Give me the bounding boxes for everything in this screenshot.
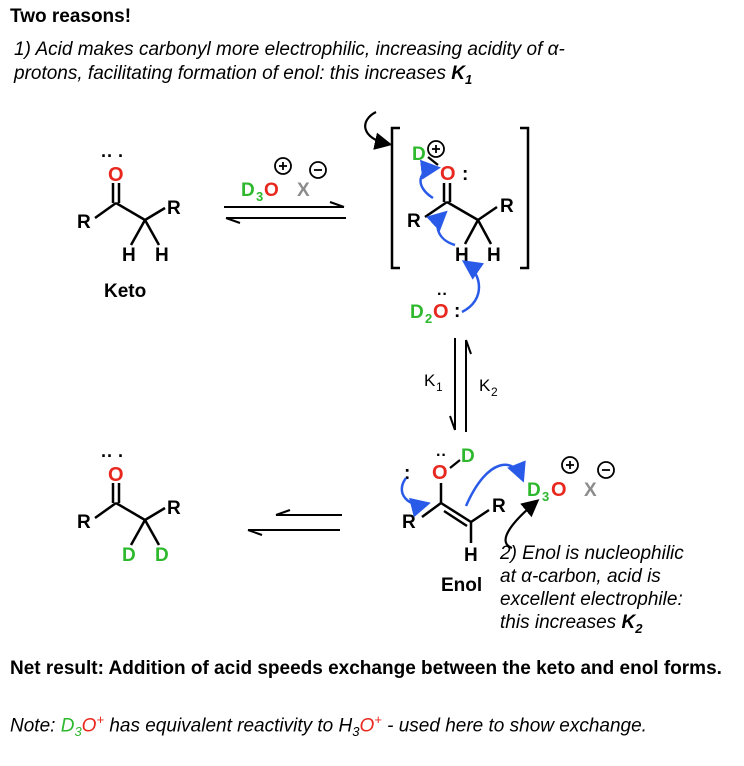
svg-text:R: R [492,496,506,517]
svg-text:R: R [77,512,91,533]
equilibrium-arrow-top [224,201,346,224]
svg-text::: : [462,164,468,185]
reagent-bottom: D 3 O X [527,456,615,504]
svg-text:O: O [264,180,279,201]
arrow-pi-to-oxygen [419,159,441,200]
svg-text:H: H [464,545,478,566]
reagent-top: D 3 O X [241,157,327,204]
svg-text:R: R [500,196,514,217]
arrow-lone-pair-to-co [400,477,431,518]
svg-text:D: D [122,545,136,566]
arrow-water-to-h [461,260,485,314]
svg-text:2: 2 [425,311,432,326]
svg-text:D: D [410,302,424,323]
deuterated-keto-molecule: O ·· · R R D D [77,446,181,566]
svg-text:O: O [440,163,456,185]
pointer-arrow-k1 [364,111,393,150]
svg-text::: : [454,301,460,322]
svg-text:X: X [584,480,597,501]
heading: Two reasons! [10,6,132,27]
keto-lone-pair: ·· · [101,146,124,166]
svg-text:··: ·· [436,447,447,464]
keto-h-1: H [122,245,136,266]
svg-text:R: R [407,211,421,232]
brackets [390,126,530,270]
note-text: Note: D3O+ has equivalent reactivity to … [10,712,647,740]
svg-text:1: 1 [436,380,443,394]
svg-text:D: D [155,545,169,566]
svg-text:O: O [108,464,124,486]
svg-text:O: O [433,301,449,323]
svg-text:R: R [402,512,416,533]
arrow-ch-to-cc [426,210,456,247]
svg-text:O: O [551,479,567,501]
svg-text:··: ·· [437,286,448,303]
keto-r-right: R [167,198,181,219]
svg-text::: : [404,463,410,484]
keto-h-2: H [155,245,169,266]
equilibrium-arrow-vertical: K 1 K 2 [424,338,498,432]
svg-text:R: R [167,498,181,519]
keto-r-left: R [77,212,91,233]
k2-label: K [479,376,491,395]
svg-text:D: D [461,446,475,467]
svg-text:D: D [527,480,541,501]
reason-2-text: 2) Enol is nucleophilic at α-carbon, aci… [500,543,684,636]
enol-molecule: : O ·· D R R H [402,446,506,566]
svg-text:2: 2 [491,385,498,399]
svg-text:O: O [432,462,448,484]
pointer-arrow-k2 [504,499,540,550]
svg-text:D: D [412,144,426,165]
net-result-text: Net result: Addition of acid speeds exch… [10,658,722,679]
protonated-carbonyl: D O : R R H H [407,140,514,266]
svg-text:3: 3 [542,489,549,504]
k1-label: K [424,371,436,390]
enol-label: Enol [441,575,482,596]
equilibrium-arrow-bottom [247,509,342,536]
svg-text:D: D [241,180,255,201]
svg-text:·· ·: ·· · [101,446,124,466]
svg-text:X: X [297,180,310,201]
keto-label: Keto [104,281,146,302]
arrow-cc-to-d [464,460,526,507]
svg-text:H: H [487,245,501,266]
svg-text:3: 3 [256,189,263,204]
d2o-base: D 2 O ·· : [410,286,460,326]
keto-molecule: O ·· · R R H H [77,146,181,266]
reason-1-text: 1) Acid makes carbonyl more electrophili… [14,39,565,87]
keto-oxygen: O [108,164,124,186]
